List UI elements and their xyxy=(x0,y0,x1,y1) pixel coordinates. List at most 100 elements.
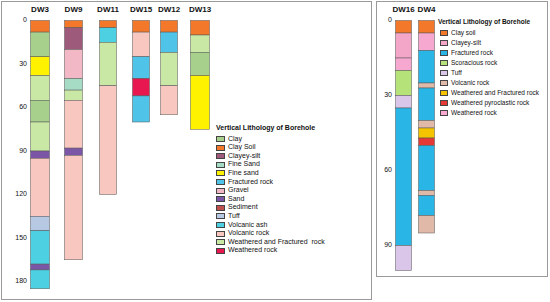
legend-swatch xyxy=(216,205,225,211)
legend-swatch xyxy=(216,136,225,142)
lithology-layer xyxy=(191,35,210,52)
lithology-layer xyxy=(133,21,150,33)
lithology-layer xyxy=(419,83,435,88)
legend-text: Clay soil xyxy=(451,28,476,38)
depth-tick: 180 xyxy=(15,277,27,285)
lithology-layer xyxy=(31,231,50,264)
lithology-layer xyxy=(396,246,412,271)
legend-text: Sediment xyxy=(228,203,258,212)
legend-text: Volcanic ash xyxy=(228,221,267,230)
lithology-layer xyxy=(133,79,150,96)
legend-swatch xyxy=(440,40,448,46)
borehole-column: DW13 xyxy=(190,4,210,130)
lithology-layer xyxy=(419,191,435,196)
legend-title: Vertical Lithology of Borehole xyxy=(216,124,366,132)
legend-text: Tuff xyxy=(228,212,240,221)
lithology-layer xyxy=(31,270,50,289)
lithology-log xyxy=(132,20,150,123)
depth-tick: 30 xyxy=(384,91,392,99)
lithology-layer xyxy=(396,96,412,109)
lithology-log xyxy=(418,20,435,234)
legend-text: Weathered pyroclastic rock xyxy=(451,98,529,108)
lithology-layer xyxy=(419,196,435,216)
legend-swatch xyxy=(440,70,448,76)
lithology-log xyxy=(160,20,178,115)
lithology-layer xyxy=(133,32,150,57)
lithology-layer xyxy=(191,21,210,36)
borehole-name: DW13 xyxy=(189,6,211,15)
legend-swatch xyxy=(216,170,225,176)
lithology-layer xyxy=(31,21,50,33)
legend-swatch xyxy=(216,153,225,159)
lithology-layer xyxy=(65,148,83,155)
lithology-layer xyxy=(191,76,210,130)
legend-text: Clay xyxy=(228,135,242,144)
depth-tick: 0 xyxy=(388,16,392,24)
lithology-layer xyxy=(161,86,178,115)
lithology-layer xyxy=(396,58,412,71)
legend-text: Weathered and Fractured rock xyxy=(451,88,539,98)
borehole-name: DW4 xyxy=(418,6,436,15)
lithology-layer xyxy=(396,33,412,58)
legend-text: Clayey-silt xyxy=(451,38,481,48)
legend-text: Fractured rock xyxy=(451,48,493,58)
legend-text: Weathered rock xyxy=(451,108,497,118)
legend-text: Weathered and Fractured rock xyxy=(228,238,325,247)
legend-text: Weathered rock xyxy=(228,246,277,255)
lithology-layer xyxy=(31,76,50,101)
lithology-layer xyxy=(31,264,50,270)
lithology-layer xyxy=(31,151,50,158)
lithology-log xyxy=(190,20,210,130)
lithology-layer xyxy=(65,155,83,259)
lithology-layer xyxy=(100,42,117,86)
lithology-layer xyxy=(419,121,435,129)
legend-swatch xyxy=(216,222,225,228)
lithology-layer xyxy=(100,86,117,195)
depth-tick: 90 xyxy=(19,147,27,155)
legend-text: Gravel xyxy=(228,186,249,195)
legend-swatch xyxy=(216,231,225,237)
panel-frame xyxy=(377,2,548,277)
lithology-layer xyxy=(100,28,117,43)
lithology-layer xyxy=(419,216,435,234)
lithology-layer xyxy=(31,100,50,122)
borehole-column: DW12 xyxy=(160,4,178,115)
lithology-layer xyxy=(65,50,83,79)
borehole-name: DW11 xyxy=(97,6,119,15)
legend-swatch xyxy=(216,162,225,168)
legend-swatch xyxy=(440,50,448,56)
borehole-column: DW15 xyxy=(132,4,150,123)
depth-tick: 0 xyxy=(23,16,27,24)
lithology-layer xyxy=(65,90,83,100)
legend-swatch xyxy=(216,145,225,151)
legend-swatch xyxy=(216,196,225,202)
borehole-column: DW16 xyxy=(395,4,412,271)
legend-text: Fine Sand xyxy=(228,160,260,169)
borehole-name: DW9 xyxy=(65,6,83,15)
lithology-layer xyxy=(161,32,178,52)
legend-text: Volcanic rock xyxy=(451,78,489,88)
lithology-layer xyxy=(419,21,435,34)
lithology-layer xyxy=(191,52,210,75)
lithology-layer xyxy=(31,57,50,76)
depth-tick: 60 xyxy=(19,103,27,111)
lithology-log xyxy=(30,20,50,289)
borehole-name: DW12 xyxy=(158,6,180,15)
borehole-column: DW11 xyxy=(99,4,117,195)
legend-text: Fine sand xyxy=(228,169,259,178)
lithology-layer xyxy=(419,51,435,84)
depth-tick: 120 xyxy=(15,190,27,198)
borehole-column: DW3 xyxy=(30,4,50,289)
legend-title: Vertical Lithology of Borehole xyxy=(438,18,546,25)
lithology-layer xyxy=(419,88,435,121)
depth-tick: 90 xyxy=(384,241,392,249)
lithology-layer xyxy=(161,52,178,85)
lithology-layer xyxy=(65,100,83,148)
legend-swatch xyxy=(216,239,225,245)
legend-swatch xyxy=(216,188,225,194)
lithology-layer xyxy=(396,71,412,96)
lithology-layer xyxy=(31,122,50,151)
depth-tick: 30 xyxy=(19,60,27,68)
legend-text: Sand xyxy=(228,195,244,204)
lithology-layer xyxy=(65,79,83,91)
